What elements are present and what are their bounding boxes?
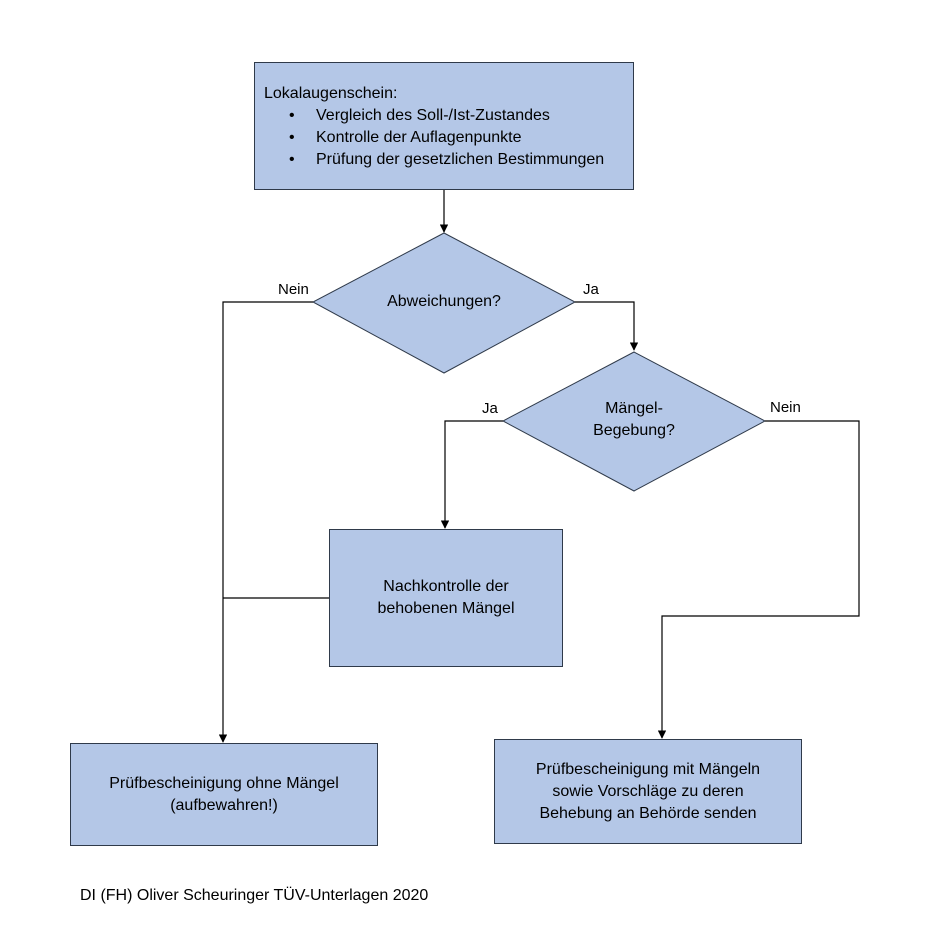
maengel-begebung-line-2: Begebung? [593, 422, 675, 439]
maengel-begebung-label: Mängel- Begebung? [503, 398, 765, 442]
abweichungen-label: Abweichungen? [387, 293, 501, 310]
maengel-begebung-diamond [501, 351, 767, 492]
connector-maengel-ja [440, 420, 503, 529]
maengel-nein-label: Nein [770, 399, 801, 416]
pruef-ohne-line-1: Prüfbescheinigung ohne Mängel [109, 774, 339, 792]
lokalaugenschein-title: Lokalaugenschein: [264, 85, 398, 102]
list-item: Kontrolle der Auflagenpunkte [289, 127, 633, 149]
nachkontrolle-box: Nachkontrolle der behobenen Mängel [329, 529, 563, 667]
nachkontrolle-line-2: behobenen Mängel [377, 600, 515, 617]
footer-credit: DI (FH) Oliver Scheuringer TÜV-Unterlage… [80, 887, 429, 904]
lokalaugenschein-box: Lokalaugenschein: Vergleich des Soll-/Is… [254, 62, 634, 190]
nachkontrolle-line-1: Nachkontrolle der [383, 578, 509, 595]
abweichungen-ja-label: Ja [583, 281, 599, 298]
abweichungen-nein-label: Nein [278, 281, 309, 298]
list-item: Vergleich des Soll-/Ist-Zustandes [289, 105, 633, 127]
list-item: Prüfung der gesetzlichen Bestimmungen [289, 149, 633, 171]
connector-abweichungen-ja [575, 301, 639, 351]
connector-abweichungen-nein [218, 301, 313, 743]
pruef-mit-line-1: Prüfbescheinigung mit Mängeln [535, 760, 761, 778]
abweichungen-diamond [311, 232, 577, 374]
pruef-mit-line-2: sowie Vorschläge zu deren [552, 782, 744, 800]
connector-maengel-nein [657, 420, 860, 739]
pruef-ohne-line-2: (aufbewahren!) [170, 796, 278, 814]
pruefbescheinigung-ohne-maengel-box: Prüfbescheinigung ohne Mängel (aufbewahr… [70, 743, 378, 846]
maengel-ja-label: Ja [482, 400, 498, 417]
lokalaugenschein-list: Vergleich des Soll-/Ist-Zustandes Kontro… [264, 105, 633, 171]
pruef-mit-line-3: Behebung an Behörde senden [539, 804, 757, 822]
pruefbescheinigung-mit-maengeln-box: Prüfbescheinigung mit Mängeln sowie Vors… [494, 739, 802, 844]
maengel-begebung-line-1: Mängel- [605, 400, 663, 417]
